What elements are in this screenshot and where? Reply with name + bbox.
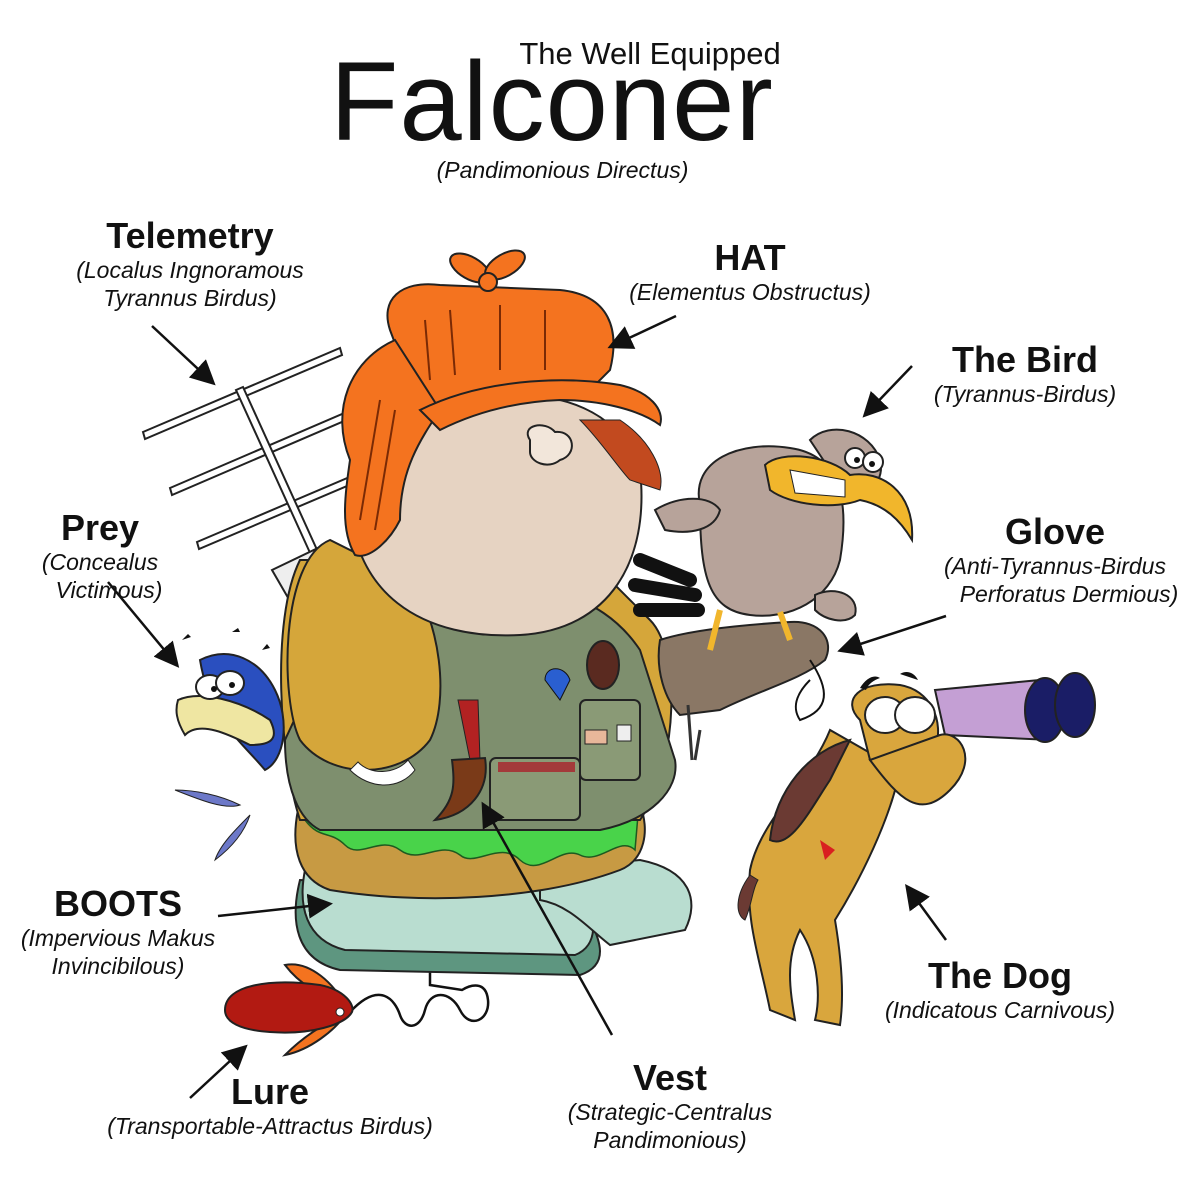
glove-icon <box>657 620 830 717</box>
arrow-bird <box>862 365 913 418</box>
boots-latin-2: Invincibilous) <box>51 953 185 979</box>
arrow-dog <box>905 883 948 941</box>
label-vest: Vest (Strategic-Centralus Pandimonious) <box>530 1058 810 1154</box>
vest-name: Vest <box>632 1057 708 1098</box>
vest-latin-1: (Strategic-Centralus <box>567 1099 773 1125</box>
lure-latin: (Transportable-Attractus Birdus) <box>107 1113 433 1139</box>
arrow-vest <box>481 801 614 1036</box>
prey-latin-1: (Concealus <box>41 549 159 575</box>
label-dog: The Dog (Indicatous Carnivous) <box>850 956 1150 1024</box>
glove-latin-2: Perforatus Dermious) <box>959 581 1179 607</box>
lure-name: Lure <box>230 1071 309 1112</box>
arrow-glove <box>837 614 947 656</box>
telemetry-latin-1: (Localus Ingnoramous <box>76 257 304 283</box>
telemetry-latin-2: Tyrannus Birdus) <box>103 285 277 311</box>
dog-latin: (Indicatous Carnivous) <box>884 997 1116 1023</box>
arrow-lure <box>189 1044 248 1099</box>
dog-name: The Dog <box>928 955 1072 996</box>
vest-latin-2: Pandimonious) <box>593 1127 747 1153</box>
arrow-hat <box>607 314 677 349</box>
boots-name: BOOTS <box>53 883 182 924</box>
label-bird: The Bird (Tyrannus-Birdus) <box>895 340 1155 408</box>
glove-name: Glove <box>1004 511 1106 552</box>
boots-latin-1: (Impervious Makus <box>20 925 216 951</box>
page-title: Falconer <box>330 39 774 164</box>
callout-arrows <box>107 314 948 1099</box>
arrow-telemetry <box>151 325 216 386</box>
hat-latin: (Elementus Obstructus) <box>629 279 871 305</box>
falcon-bird-icon <box>628 428 914 651</box>
label-glove: Glove (Anti-Tyrannus-Birdus Perforatus D… <box>905 512 1200 608</box>
label-prey: Prey (Concealus Victimous) <box>10 508 190 604</box>
bird-name: The Bird <box>951 339 1098 380</box>
title-subtitle: The Well Equipped <box>519 36 781 71</box>
telemetry-name: Telemetry <box>106 215 274 256</box>
label-telemetry: Telemetry (Localus Ingnoramous Tyrannus … <box>40 216 340 312</box>
falconer-head <box>348 393 662 637</box>
prey-name: Prey <box>60 507 140 548</box>
label-hat: HAT (Elementus Obstructus) <box>590 238 910 306</box>
hat-icon <box>341 249 662 557</box>
prey-latin-2: Victimous) <box>55 577 163 603</box>
prey-bird-icon <box>174 653 285 862</box>
bird-latin: (Tyrannus-Birdus) <box>933 381 1117 407</box>
hat-name: HAT <box>714 237 786 278</box>
arrow-prey <box>107 581 180 668</box>
glove-latin-1: (Anti-Tyrannus-Birdus <box>944 553 1166 579</box>
label-lure: Lure (Transportable-Attractus Birdus) <box>60 1072 480 1140</box>
title-latin: (Pandimonious Directus) <box>436 157 689 183</box>
label-boots: BOOTS (Impervious Makus Invincibilous) <box>0 884 236 980</box>
lure-icon <box>223 963 354 1057</box>
arrow-boots <box>217 893 333 919</box>
dog-icon <box>737 672 1096 1027</box>
